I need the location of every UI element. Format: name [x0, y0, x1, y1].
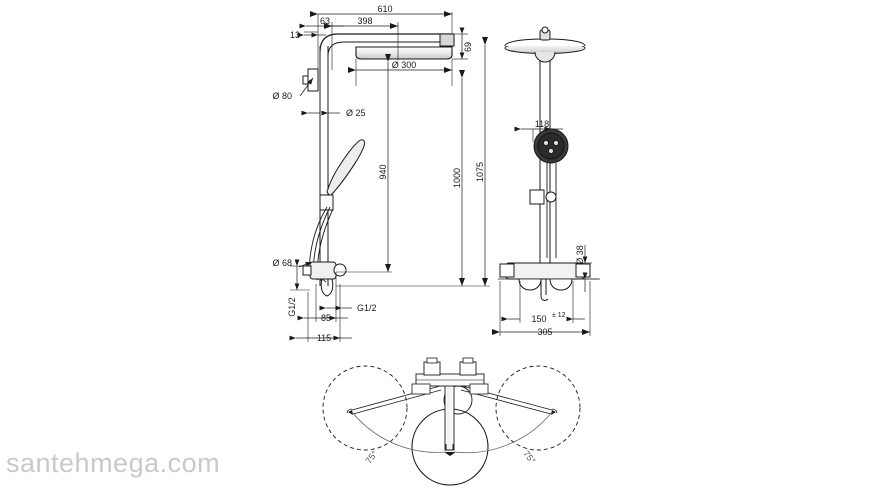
dim-13: 13	[290, 30, 300, 40]
dim-63: 63	[320, 16, 330, 26]
front-dimension-labels: 118 Ø 38 150 ± 12 305	[531, 119, 585, 337]
swing-circle-left	[322, 365, 408, 451]
front-elevation-dimensions	[492, 126, 598, 336]
dim-1000: 1000	[452, 168, 462, 188]
plan-dimension-labels: 75° 75°	[364, 448, 538, 466]
overhead-shower-head	[355, 46, 453, 60]
dim-25: Ø 25	[346, 108, 366, 118]
side-elevation-dimensions	[289, 11, 490, 342]
thermostat-valve-side	[302, 261, 347, 297]
thermostat-valve-front	[499, 262, 591, 301]
dim-80: Ø 80	[272, 91, 292, 101]
swing-circle-right	[495, 365, 581, 451]
dim-1075: 1075	[475, 162, 485, 182]
dim-150: 150	[531, 314, 546, 324]
dim-75-left: 75°	[364, 448, 381, 465]
shower-holder-bracket	[319, 194, 334, 211]
angle-arc-right	[453, 411, 553, 454]
site-watermark: santehmega.com	[6, 448, 221, 478]
dim-g12-left: G1/2	[287, 297, 297, 317]
angle-arc-left	[351, 411, 447, 453]
wall-bracket-icon	[307, 68, 319, 92]
front-elevation-geometry	[498, 26, 600, 301]
side-elevation-geometry	[302, 33, 455, 297]
hand-shower-head-front	[533, 128, 569, 164]
dim-118: 118	[535, 119, 549, 129]
dim-940: 940	[378, 164, 388, 179]
dim-398: 398	[357, 16, 372, 26]
thermostat-plan	[411, 357, 489, 395]
dim-150-tolerance: ± 12	[552, 312, 566, 319]
dim-305: 305	[537, 327, 552, 337]
dim-69: 69	[463, 42, 473, 52]
hand-shower-wand	[326, 139, 366, 197]
dim-610: 610	[377, 4, 392, 14]
dim-115: 115	[317, 333, 331, 343]
dim-g12-right: G1/2	[357, 303, 377, 313]
dim-75-right: 75°	[521, 449, 538, 466]
overhead-shower-head-front	[504, 26, 586, 63]
dim-85: 85	[321, 313, 331, 323]
dim-68: Ø 68	[272, 258, 292, 268]
side-dimension-labels: 610 63 398 13 Ø 300 69 Ø 80 Ø 25 940 100…	[272, 4, 485, 343]
plan-view-geometry	[322, 357, 581, 486]
dim-300: Ø 300	[392, 60, 417, 70]
dim-38: Ø 38	[575, 245, 585, 265]
